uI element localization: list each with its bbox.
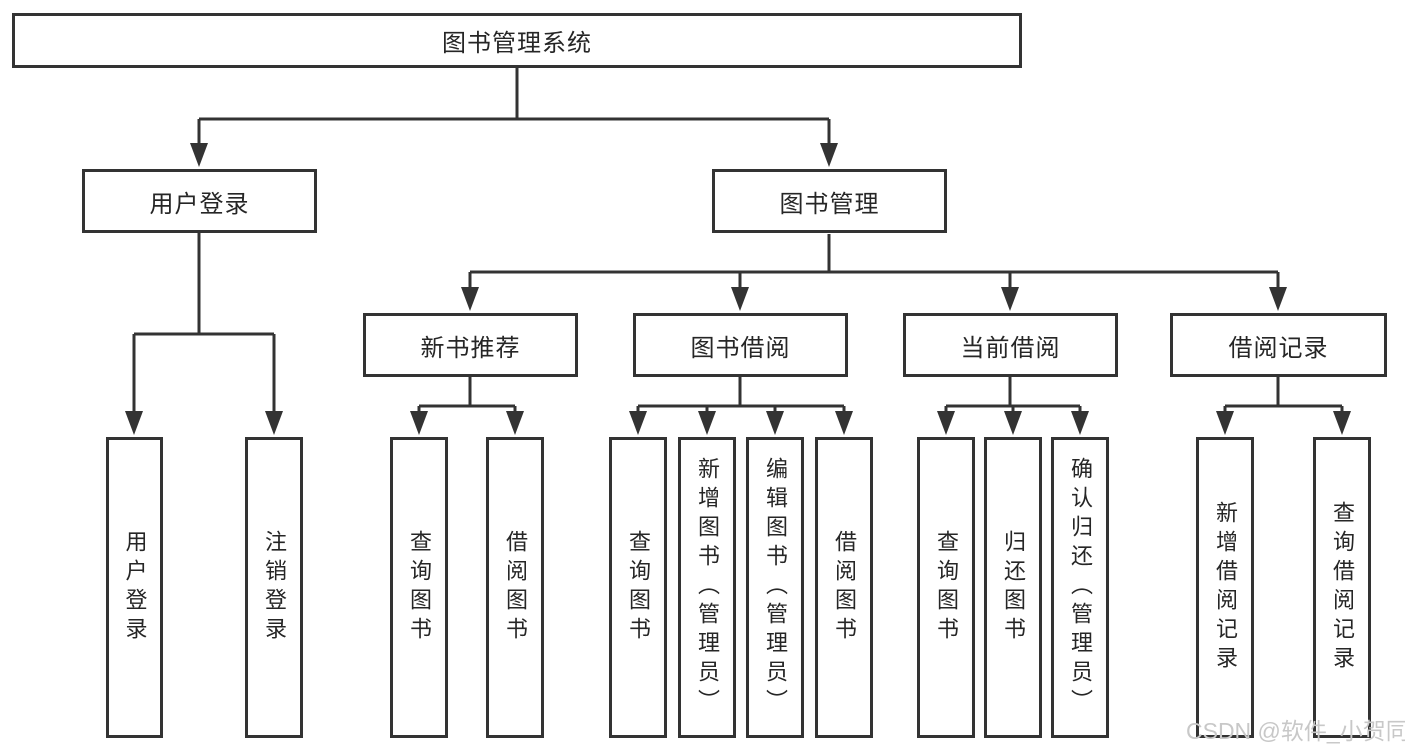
node-borrow-books-2: 借阅图书 [815,437,873,738]
node-book-management: 图书管理 [712,169,947,233]
node-query-books-3: 查询图书 [917,437,975,738]
node-borrow-records: 借阅记录 [1170,313,1387,377]
node-book-borrowing: 图书借阅 [633,313,848,377]
node-user-login-action: 用户登录 [106,437,163,738]
node-query-books-1: 查询图书 [390,437,448,738]
node-logout: 注销登录 [245,437,303,738]
node-query-borrow-record: 查询借阅记录 [1313,437,1371,738]
node-borrow-books-1: 借阅图书 [486,437,544,738]
node-query-books-2: 查询图书 [609,437,667,738]
node-edit-books-admin: 编辑图书（管理员） [746,437,804,738]
node-current-borrowing: 当前借阅 [903,313,1118,377]
node-confirm-return-admin: 确认归还（管理员） [1051,437,1109,738]
node-add-books-admin: 新增图书（管理员） [678,437,736,738]
node-new-book-recommend: 新书推荐 [363,313,578,377]
node-user-login: 用户登录 [82,169,317,233]
node-return-books: 归还图书 [984,437,1042,738]
csdn-watermark: CSDN @软件_小贺同学 [1186,718,1405,744]
node-add-borrow-record: 新增借阅记录 [1196,437,1254,738]
node-library-system: 图书管理系统 [12,13,1022,68]
